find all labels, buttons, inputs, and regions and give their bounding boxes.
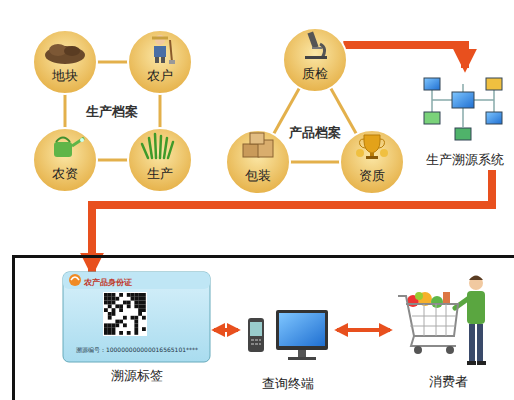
- node-text: 溯源编号：100000000000016565101****: [62, 346, 212, 355]
- microscope-icon: [305, 31, 327, 59]
- icon-node: 消费者: [392, 270, 504, 392]
- consumer-icon: [398, 276, 486, 366]
- archive-circle: 生产: [128, 128, 192, 192]
- archive-circle: 包装: [226, 130, 290, 194]
- soil-icon: [45, 44, 85, 64]
- node-text: 资质: [340, 167, 404, 185]
- archive-circle: 质检: [283, 28, 347, 92]
- node-text: 农户: [128, 67, 192, 85]
- node-text: 地块: [33, 67, 97, 85]
- node-text: 农产品身份证: [84, 277, 212, 288]
- archive-circles: [33, 28, 404, 194]
- trophy-icon: [356, 135, 388, 159]
- node-text: 包装: [226, 167, 290, 185]
- fertilizer-icon: [54, 138, 84, 158]
- flow-arrow: [337, 328, 390, 332]
- terminal-frame: [14, 257, 514, 400]
- terminal-icon: [248, 310, 328, 360]
- node-text: 质检: [283, 65, 347, 83]
- node-text: 农资: [33, 165, 97, 183]
- node-text: 生产: [128, 165, 192, 183]
- flow-arrow: [214, 328, 238, 332]
- node-text: 溯源标签: [62, 367, 212, 385]
- archive-circle: 地块: [33, 30, 97, 94]
- flow-arrow: [343, 45, 465, 68]
- node-text: 消费者: [392, 373, 504, 391]
- package-icon: [243, 133, 273, 157]
- node-text: 查询终端: [240, 375, 335, 393]
- link-line: [159, 94, 162, 128]
- archive-circle: 农资: [33, 128, 97, 192]
- link-line: [64, 94, 67, 128]
- farmer-icon: [152, 35, 175, 64]
- icon-node: 查询终端: [240, 308, 335, 392]
- link-line: [97, 159, 128, 162]
- icon-node: 农产品身份证溯源编号：100000000000016565101**** 溯源标签: [62, 272, 212, 384]
- archive-circle: 资质: [340, 130, 404, 194]
- node-text: 生产溯源系统: [418, 151, 512, 169]
- crop-icon: [142, 134, 173, 158]
- archive-circle: 农户: [128, 30, 192, 94]
- network-icon: [424, 78, 502, 140]
- link-line: [97, 61, 128, 64]
- group-label: 生产档案: [86, 103, 138, 121]
- icon-node: 生产溯源系统: [418, 68, 512, 170]
- group-label: 产品档案: [289, 124, 341, 142]
- link-line: [290, 161, 340, 164]
